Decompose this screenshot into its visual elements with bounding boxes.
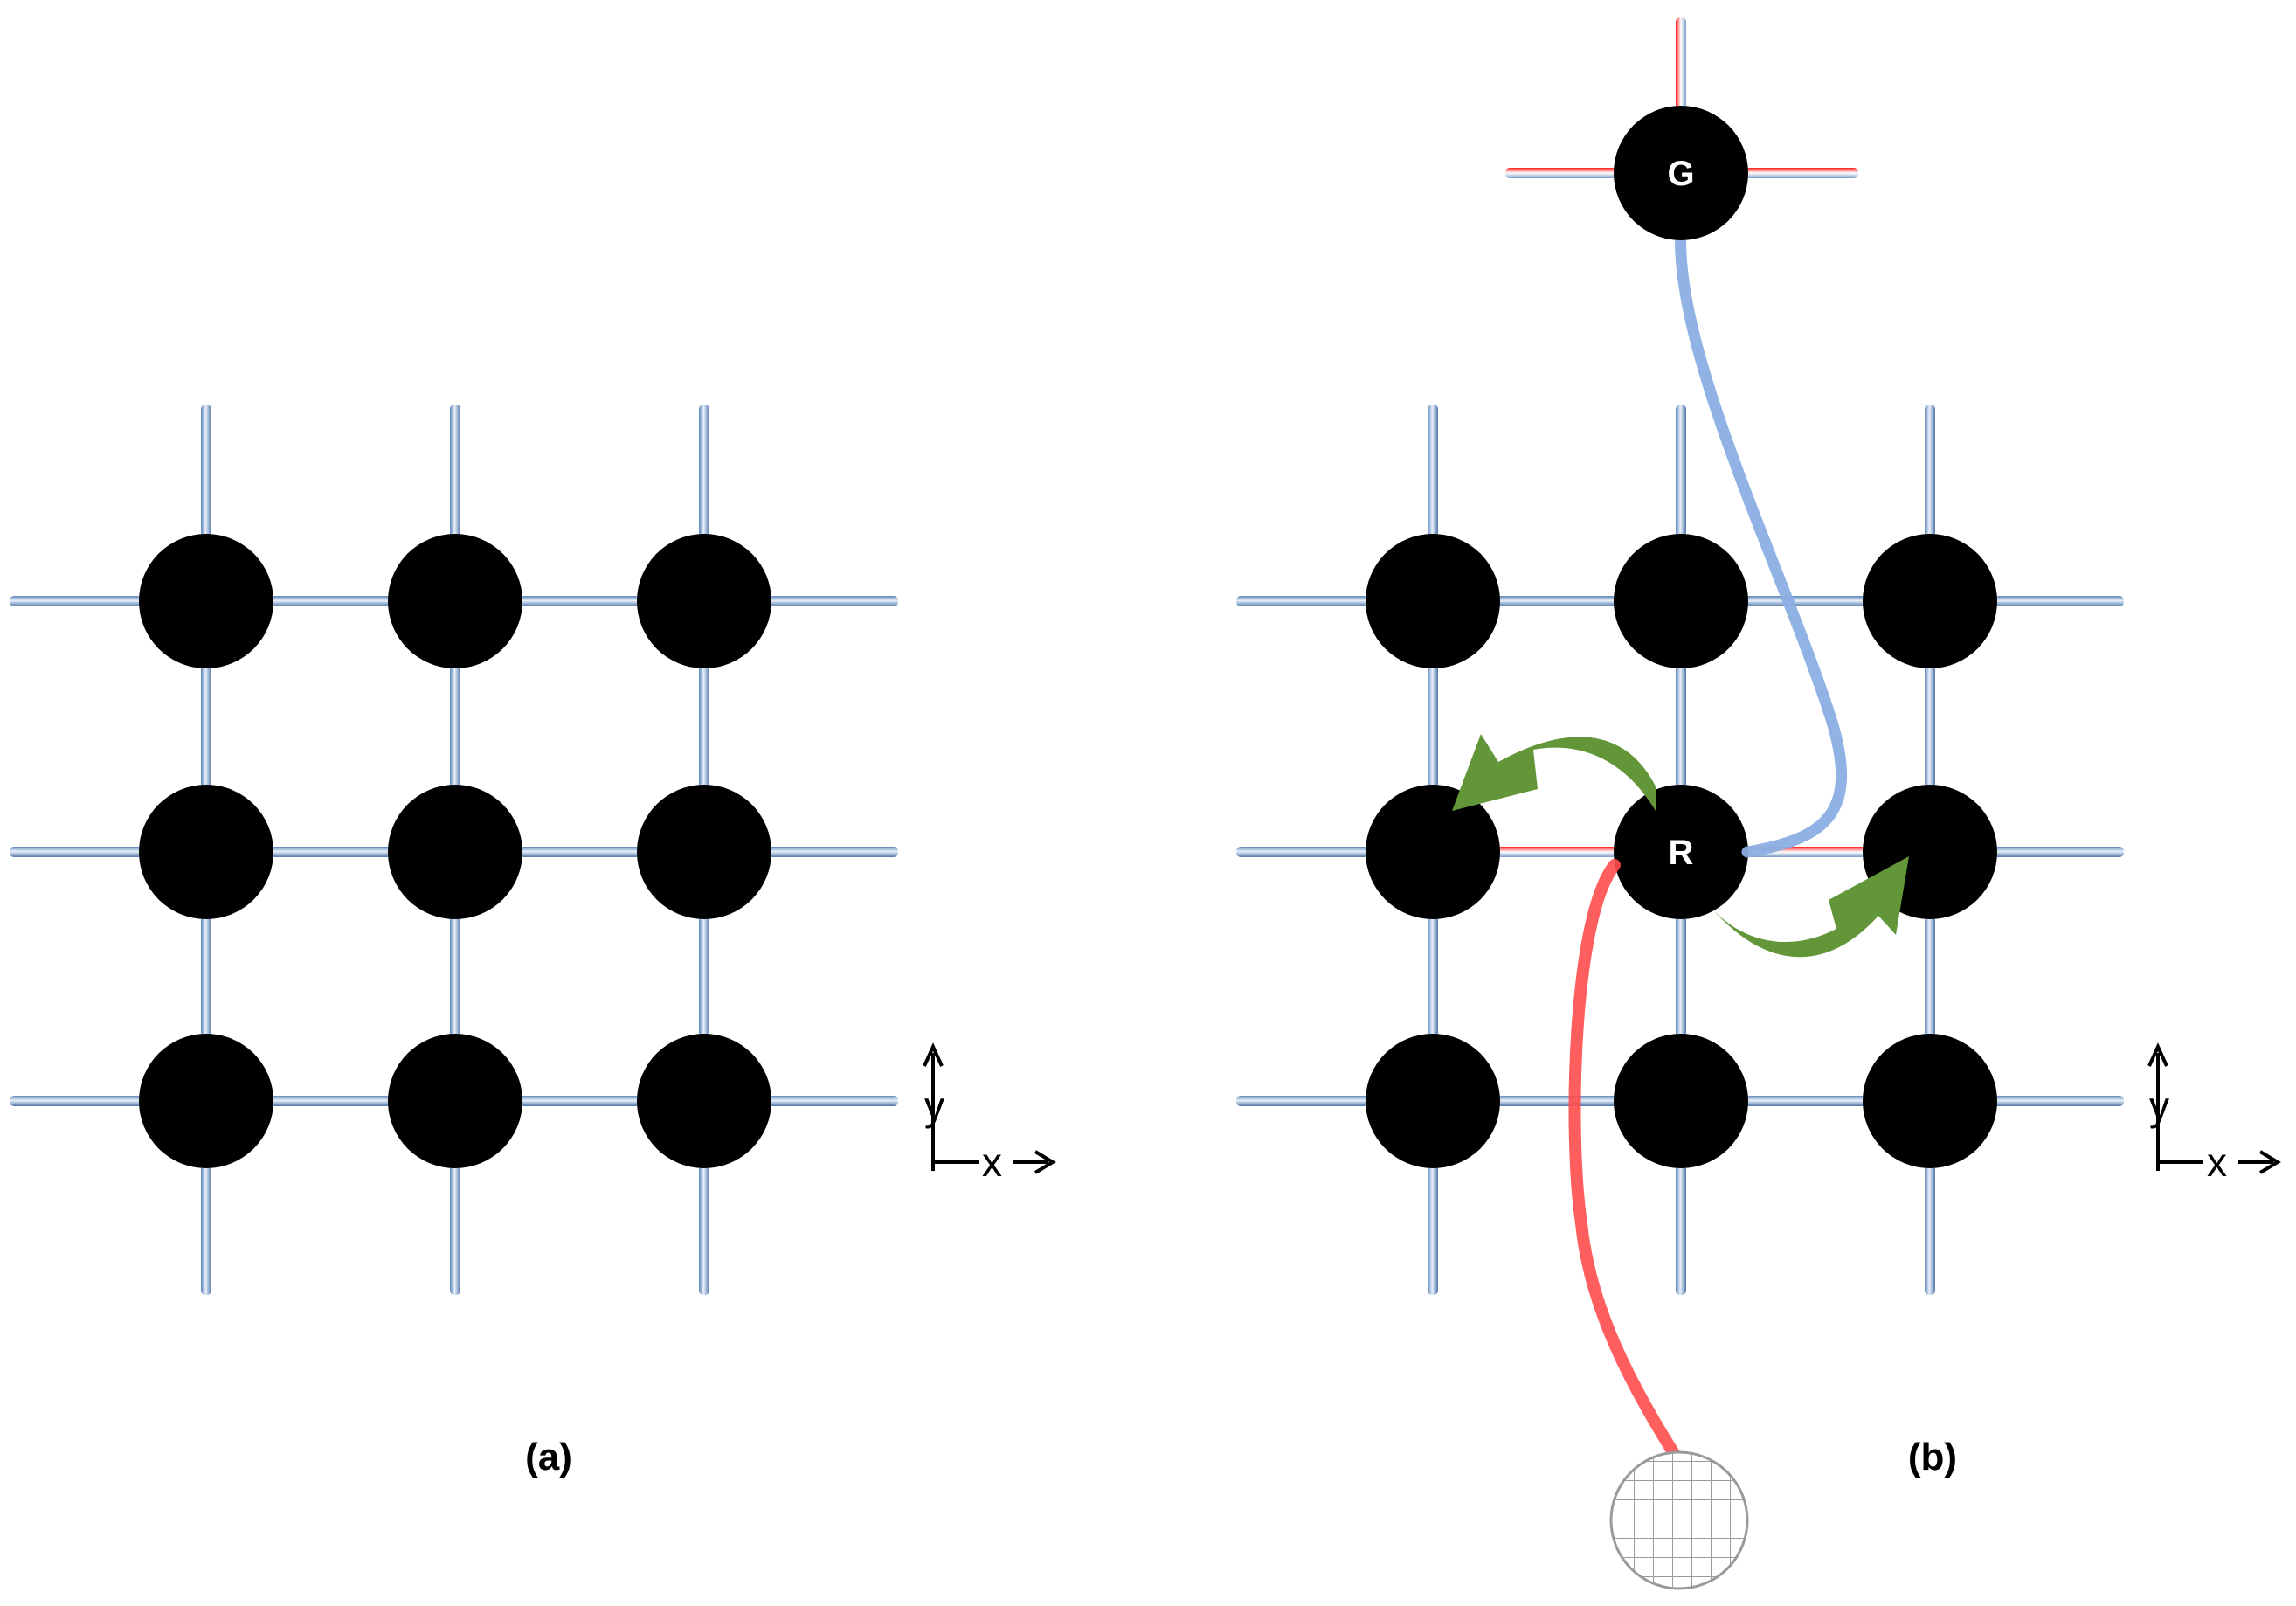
curved-arrow-left-icon: [1452, 734, 1656, 811]
router-node: [388, 534, 522, 668]
link-south-stub: [201, 1165, 211, 1295]
link-vertical: [1676, 916, 1686, 1037]
link-south-stub: [1925, 1165, 1935, 1295]
link-horizontal: [270, 1096, 391, 1106]
link-north-stub: [1676, 17, 1686, 109]
link-west-stub: [10, 847, 142, 857]
link-east-stub: [768, 596, 898, 606]
link-vertical: [1428, 665, 1438, 788]
router-node: [1614, 785, 1748, 919]
router-node: [139, 534, 273, 668]
link-vertical: [1925, 665, 1935, 788]
x-axis-label: x: [2207, 1139, 2227, 1185]
router-node: [1863, 534, 1997, 668]
link-vertical: [1428, 916, 1438, 1037]
router-node: [637, 534, 771, 668]
router-node: [637, 1034, 771, 1168]
gateway-node: [1614, 106, 1748, 240]
link-horizontal: [1745, 1096, 1866, 1106]
link-vertical: [201, 916, 211, 1037]
router-node: [637, 785, 771, 919]
link-horizontal: [270, 847, 391, 857]
link-east-stub: [768, 847, 898, 857]
link-vertical: [450, 916, 460, 1037]
router-node: [1366, 785, 1500, 919]
link-west-stub: [10, 596, 142, 606]
link-south-stub: [450, 1165, 460, 1295]
link-east-stub: [1994, 596, 2124, 606]
hatched-globe-icon: [1609, 1450, 1749, 1590]
link-east-stub: [1745, 168, 1858, 178]
link-north-stub: [1676, 405, 1686, 537]
panel-b-caption: (b): [1908, 1436, 1957, 1478]
link-north-stub: [1925, 405, 1935, 537]
link-north-stub: [1428, 405, 1438, 537]
link-south-stub: [1676, 1165, 1686, 1295]
link-horizontal: [1745, 596, 1866, 606]
link-vertical: [699, 665, 709, 788]
router-node: [1366, 534, 1500, 668]
router-node: [1863, 1034, 1997, 1168]
curved-arrow-right-icon: [1711, 856, 1909, 958]
link-north-stub: [699, 405, 709, 537]
router-node: [1614, 534, 1748, 668]
router-node: [139, 1034, 273, 1168]
link-west-stub: [1236, 1096, 1369, 1106]
link-horizontal: [519, 847, 640, 857]
router-node: [139, 785, 273, 919]
link-west-stub: [10, 1096, 142, 1106]
external-node-g: G: [1505, 17, 1858, 240]
link-west-stub: [1505, 168, 1617, 178]
axis-indicator-b: y x: [2147, 1042, 2281, 1185]
link-west-stub: [1236, 596, 1369, 606]
link-horizontal: [1497, 596, 1617, 606]
gateway-label-g: G: [1667, 155, 1694, 193]
link-east-stub: [1994, 847, 2124, 857]
link-south-stub: [699, 1165, 709, 1295]
link-vertical: [699, 916, 709, 1037]
routing-overlays: [1452, 223, 1909, 1590]
red-path-to-mesh: [1568, 859, 1684, 1465]
router-node: [388, 785, 522, 919]
link-horizontal: [519, 596, 640, 606]
link-horizontal: [1497, 847, 1617, 857]
y-axis-label: y: [2149, 1083, 2169, 1129]
link-horizontal: [270, 596, 391, 606]
link-west-stub: [1236, 847, 1369, 857]
y-axis-label: y: [924, 1083, 944, 1129]
link-north-stub: [450, 405, 460, 537]
link-vertical: [201, 665, 211, 788]
panel-a-mesh-network: [10, 405, 898, 1295]
link-south-stub: [1428, 1165, 1438, 1295]
blue-path-from-g: [1675, 223, 1848, 858]
link-vertical: [1676, 665, 1686, 788]
router-node: [1366, 1034, 1500, 1168]
link-east-stub: [1994, 1096, 2124, 1106]
link-north-stub: [201, 405, 211, 537]
x-axis-label: x: [982, 1139, 1002, 1185]
link-horizontal: [1497, 1096, 1617, 1106]
router-node: [1614, 1034, 1748, 1168]
router-label-r: R: [1669, 834, 1694, 872]
link-horizontal: [519, 1096, 640, 1106]
router-node: [388, 1034, 522, 1168]
link-vertical: [450, 665, 460, 788]
axis-indicator-a: y x: [923, 1042, 1056, 1185]
panel-a-caption: (a): [525, 1436, 572, 1478]
panel-b-mesh-network: R: [1236, 405, 2124, 1295]
link-east-stub: [768, 1096, 898, 1106]
link-vertical: [1925, 916, 1935, 1037]
